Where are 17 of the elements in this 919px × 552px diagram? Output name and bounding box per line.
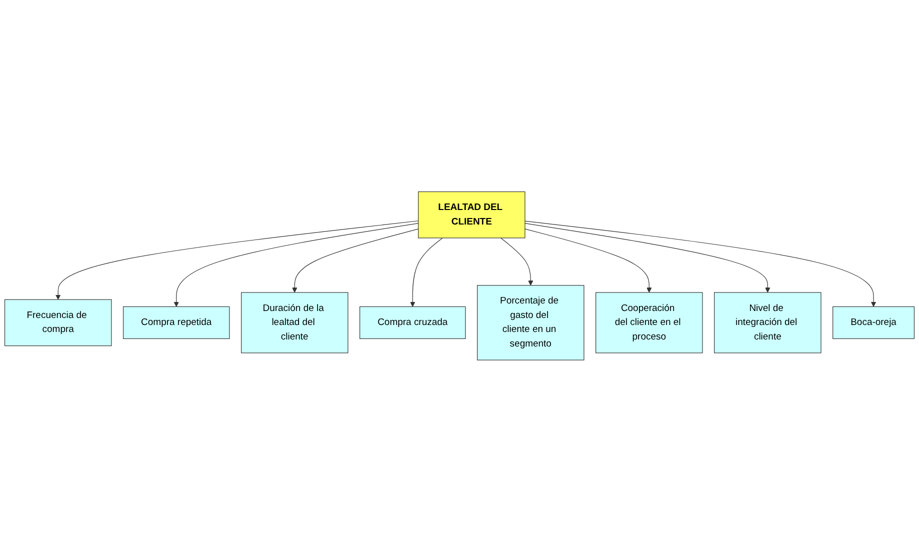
- arrow: [56, 220, 419, 300]
- arrow: [524, 228, 652, 293]
- arrow: [410, 238, 443, 308]
- arrow: [174, 223, 419, 308]
- arrow: [292, 228, 419, 293]
- node-box: Boca-oreja: [832, 306, 915, 340]
- node-box: LEALTAD DEL CLIENTE: [418, 192, 526, 238]
- node-box: Compra repetida: [122, 306, 230, 340]
- arrow: [500, 238, 534, 286]
- arrow: [524, 220, 876, 308]
- arrow: [524, 223, 770, 293]
- node-box: Frecuencia de compra: [4, 299, 112, 346]
- node-box: Nivel de integración del cliente: [714, 292, 822, 354]
- node-box: Cooperación del cliente en el proceso: [596, 292, 703, 354]
- node-box: Duración de la lealtad del cliente: [241, 292, 348, 354]
- node-box: Porcentaje de gasto del cliente en un segmento: [477, 285, 584, 360]
- node-box: Compra cruzada: [360, 306, 466, 340]
